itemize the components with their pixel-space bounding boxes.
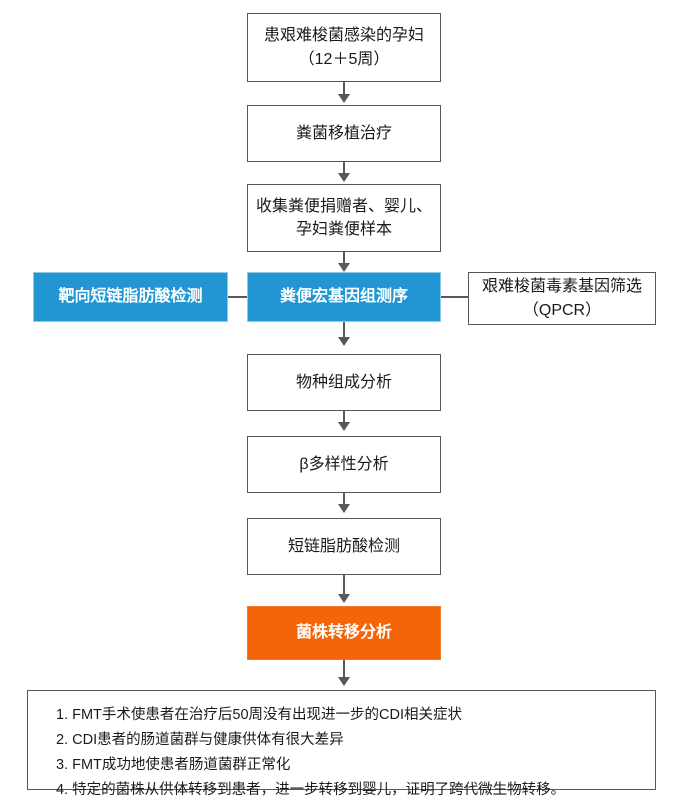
arrowhead-fmt-to-collection [338,173,350,182]
conclusion-item-2: 2. CDI患者的肠道菌群与健康供体有很大差异 [56,731,344,748]
connector-fmt-to-collection [343,162,345,176]
arrowhead-species-to-beta [338,422,350,431]
node-fmt-treatment-label: 粪菌移植治疗 [295,124,392,142]
node-toxin-screen-label: 艰难梭菌毒素基因筛选 （QPCR） [481,278,642,319]
node-scfa-detection-label: 短链脂肪酸检测 [287,537,400,555]
connector-beta-to-scfa [343,493,345,507]
node-toxin-screen[interactable]: 艰难梭菌毒素基因筛选 （QPCR） [468,272,656,325]
conclusion-item-3: 3. FMT成功地使患者肠道菌群正常化 [56,756,291,773]
node-patient[interactable]: 患艰难梭菌感染的孕妇 （12＋5周） [247,13,441,82]
node-fmt-treatment[interactable]: 粪菌移植治疗 [247,105,441,162]
node-metagenomics-label: 粪便宏基因组测序 [279,288,408,306]
connector-strain-to-conclusions [343,660,345,679]
node-sample-collection-label: 收集粪便捐赠者、婴儿、 孕妇粪便样本 [255,197,432,238]
connector-scfa-to-metagenomics [228,296,248,298]
node-scfa-targeted[interactable]: 靶向短链脂肪酸检测 [33,272,228,322]
node-metagenomics[interactable]: 粪便宏基因组测序 [247,272,441,322]
node-strain-transfer-label: 菌株转移分析 [295,624,392,642]
connector-species-to-beta [343,411,345,425]
node-beta-diversity-label: β多样性分析 [299,455,389,473]
arrowhead-beta-to-scfa [338,504,350,513]
node-sample-collection[interactable]: 收集粪便捐赠者、婴儿、 孕妇粪便样本 [247,184,441,252]
connector-scfa-to-strain [343,575,345,597]
arrowhead-strain-to-conclusions [338,677,350,686]
node-scfa-targeted-label: 靶向短链脂肪酸检测 [58,288,203,306]
node-patient-label: 患艰难梭菌感染的孕妇 （12＋5周） [263,27,424,68]
node-species-composition-label: 物种组成分析 [295,373,392,391]
node-beta-diversity[interactable]: β多样性分析 [247,436,441,493]
node-conclusions[interactable]: 1. FMT手术使患者在治疗后50周没有出现进一步的CDI相关症状 2. CDI… [27,690,656,798]
arrowhead-scfa-to-strain [338,594,350,603]
connector-collection-to-metagenomics [343,252,345,266]
connector-patient-to-fmt [343,82,345,97]
connector-metagenomics-to-species [343,322,345,340]
arrowhead-metagenomics-to-species [338,337,350,346]
node-species-composition[interactable]: 物种组成分析 [247,354,441,411]
conclusion-item-4: 4. 特定的菌株从供体转移到患者，进一步转移到婴儿，证明了跨代微生物转移。 [56,781,566,798]
node-scfa-detection[interactable]: 短链脂肪酸检测 [247,518,441,575]
arrowhead-collection-to-metagenomics [338,263,350,272]
conclusion-item-1: 1. FMT手术使患者在治疗后50周没有出现进一步的CDI相关症状 [56,707,463,723]
arrowhead-patient-to-fmt [338,94,350,103]
connector-metagenomics-to-toxin [441,296,468,298]
node-strain-transfer[interactable]: 菌株转移分析 [247,606,441,660]
